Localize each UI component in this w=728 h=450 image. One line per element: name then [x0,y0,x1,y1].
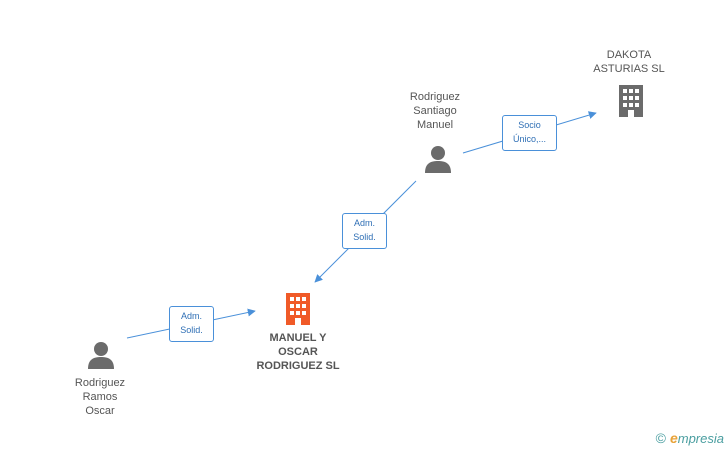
brand-initial: e [669,430,678,446]
edge-label-adm-solid-santiago[interactable]: Adm. Solid. [342,213,387,249]
empresia-watermark: © e mpresia [656,430,724,446]
brand-name: mpresia [677,430,724,446]
copyright-icon: © [655,430,666,446]
edge-label-socio-unico[interactable]: Socio Único,... [502,115,557,151]
building-icon[interactable] [615,84,647,118]
person-icon[interactable] [86,340,116,370]
node-label-rodriguez-ramos-oscar: Rodriguez Ramos Oscar [74,377,126,417]
edge-label-adm-solid-ramos[interactable]: Adm. Solid. [169,306,214,342]
node-label-manuel-y-oscar-rodriguez-sl[interactable]: MANUEL Y OSCAR RODRIGUEZ SL [256,332,340,372]
node-label-dakota-asturias: DAKOTA ASTURIAS SL [593,49,665,75]
person-icon[interactable] [423,144,453,174]
building-icon[interactable] [282,292,314,326]
node-label-rodriguez-santiago-manuel: Rodriguez Santiago Manuel [409,91,461,131]
